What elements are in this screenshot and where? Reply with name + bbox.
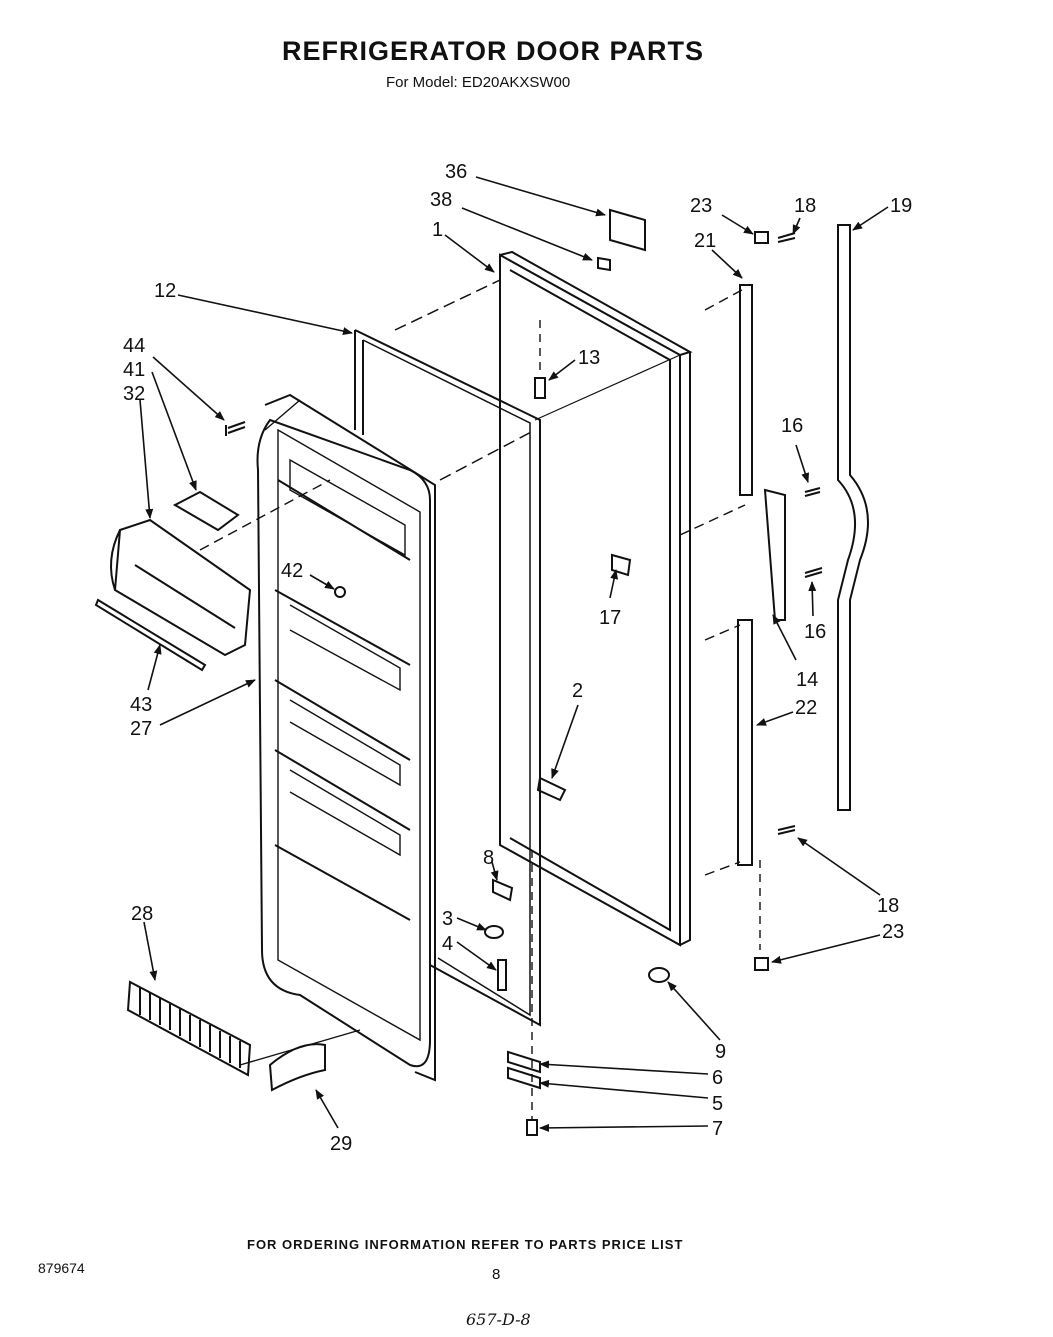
callout-22: 22 [795,697,817,719]
callout-12: 12 [154,280,176,302]
shelf-bin [172,490,240,532]
screw-16b [804,567,823,578]
callout-38: 38 [430,189,452,211]
screw-42 [334,586,346,598]
callout-28: 28 [131,903,153,925]
callout-9: 9 [715,1041,726,1063]
callout-16-top: 16 [781,415,803,437]
cover-36 [609,208,646,252]
trim-21 [739,284,753,496]
callout-27: 27 [130,718,152,740]
callout-23-top: 23 [690,195,712,217]
screw-4 [497,959,507,991]
door-handle [268,1043,326,1092]
door-gasket [354,329,541,1027]
hinge-5 [507,1066,541,1090]
ordering-note: FOR ORDERING INFORMATION REFER TO PARTS … [247,1237,684,1252]
callout-18-top: 18 [794,195,816,217]
callout-43: 43 [130,694,152,716]
callout-36: 36 [445,161,467,183]
screw-7 [526,1119,538,1136]
callout-42: 42 [281,560,303,582]
cap-38 [597,256,611,272]
cap-23b [754,957,769,971]
callout-labels: 36 38 1 12 13 44 41 32 42 43 27 28 29 2 … [123,161,912,1155]
callout-6: 6 [712,1067,723,1089]
trim-19 [837,224,869,811]
screw-44 [225,421,246,436]
bracket-2 [536,776,567,802]
callout-14: 14 [796,669,818,691]
callout-29: 29 [330,1133,352,1155]
callout-1: 1 [432,219,443,241]
model-subtitle: For Model: ED20AKXSW00 [386,74,571,91]
callout-7: 7 [712,1118,723,1140]
callout-13: 13 [578,347,600,369]
callout-5: 5 [712,1093,723,1115]
hinge-6 [507,1050,541,1074]
bracket-17 [611,553,632,577]
callout-2: 2 [572,680,583,702]
inner-door-liner [256,393,436,1082]
callout-8: 8 [483,847,494,869]
callout-21: 21 [694,230,716,252]
callout-32: 32 [123,383,145,405]
callout-17: 17 [599,607,621,629]
handwritten-note: 657-D-8 [466,1310,531,1329]
washer-3 [484,925,504,939]
page-title: REFRIGERATOR DOOR PARTS [282,36,705,66]
grille [126,980,252,1077]
hinge-8 [492,878,514,902]
page-number: 8 [492,1266,501,1283]
callout-41: 41 [123,359,145,381]
trim-strip [94,598,207,672]
cap-23a [754,231,769,244]
callout-4: 4 [442,933,453,955]
bushing-9 [648,967,670,983]
dispenser-cover [110,518,252,657]
screw-18a [777,232,796,243]
callout-3: 3 [442,908,453,930]
document-number: 879674 [38,1260,85,1276]
screw-13 [534,377,546,399]
outer-door-panel [499,250,693,947]
screw-18b [777,825,796,835]
callout-44: 44 [123,335,145,357]
diagram-artwork [94,208,869,1136]
callout-16-bottom: 16 [804,621,826,643]
callout-18-bottom: 18 [877,895,899,917]
leader-lines [139,176,889,1132]
callout-19: 19 [890,195,912,217]
hinge-14 [763,488,786,621]
callout-23-bottom: 23 [882,921,904,943]
trim-22 [737,619,753,866]
screw-16a [804,487,821,497]
